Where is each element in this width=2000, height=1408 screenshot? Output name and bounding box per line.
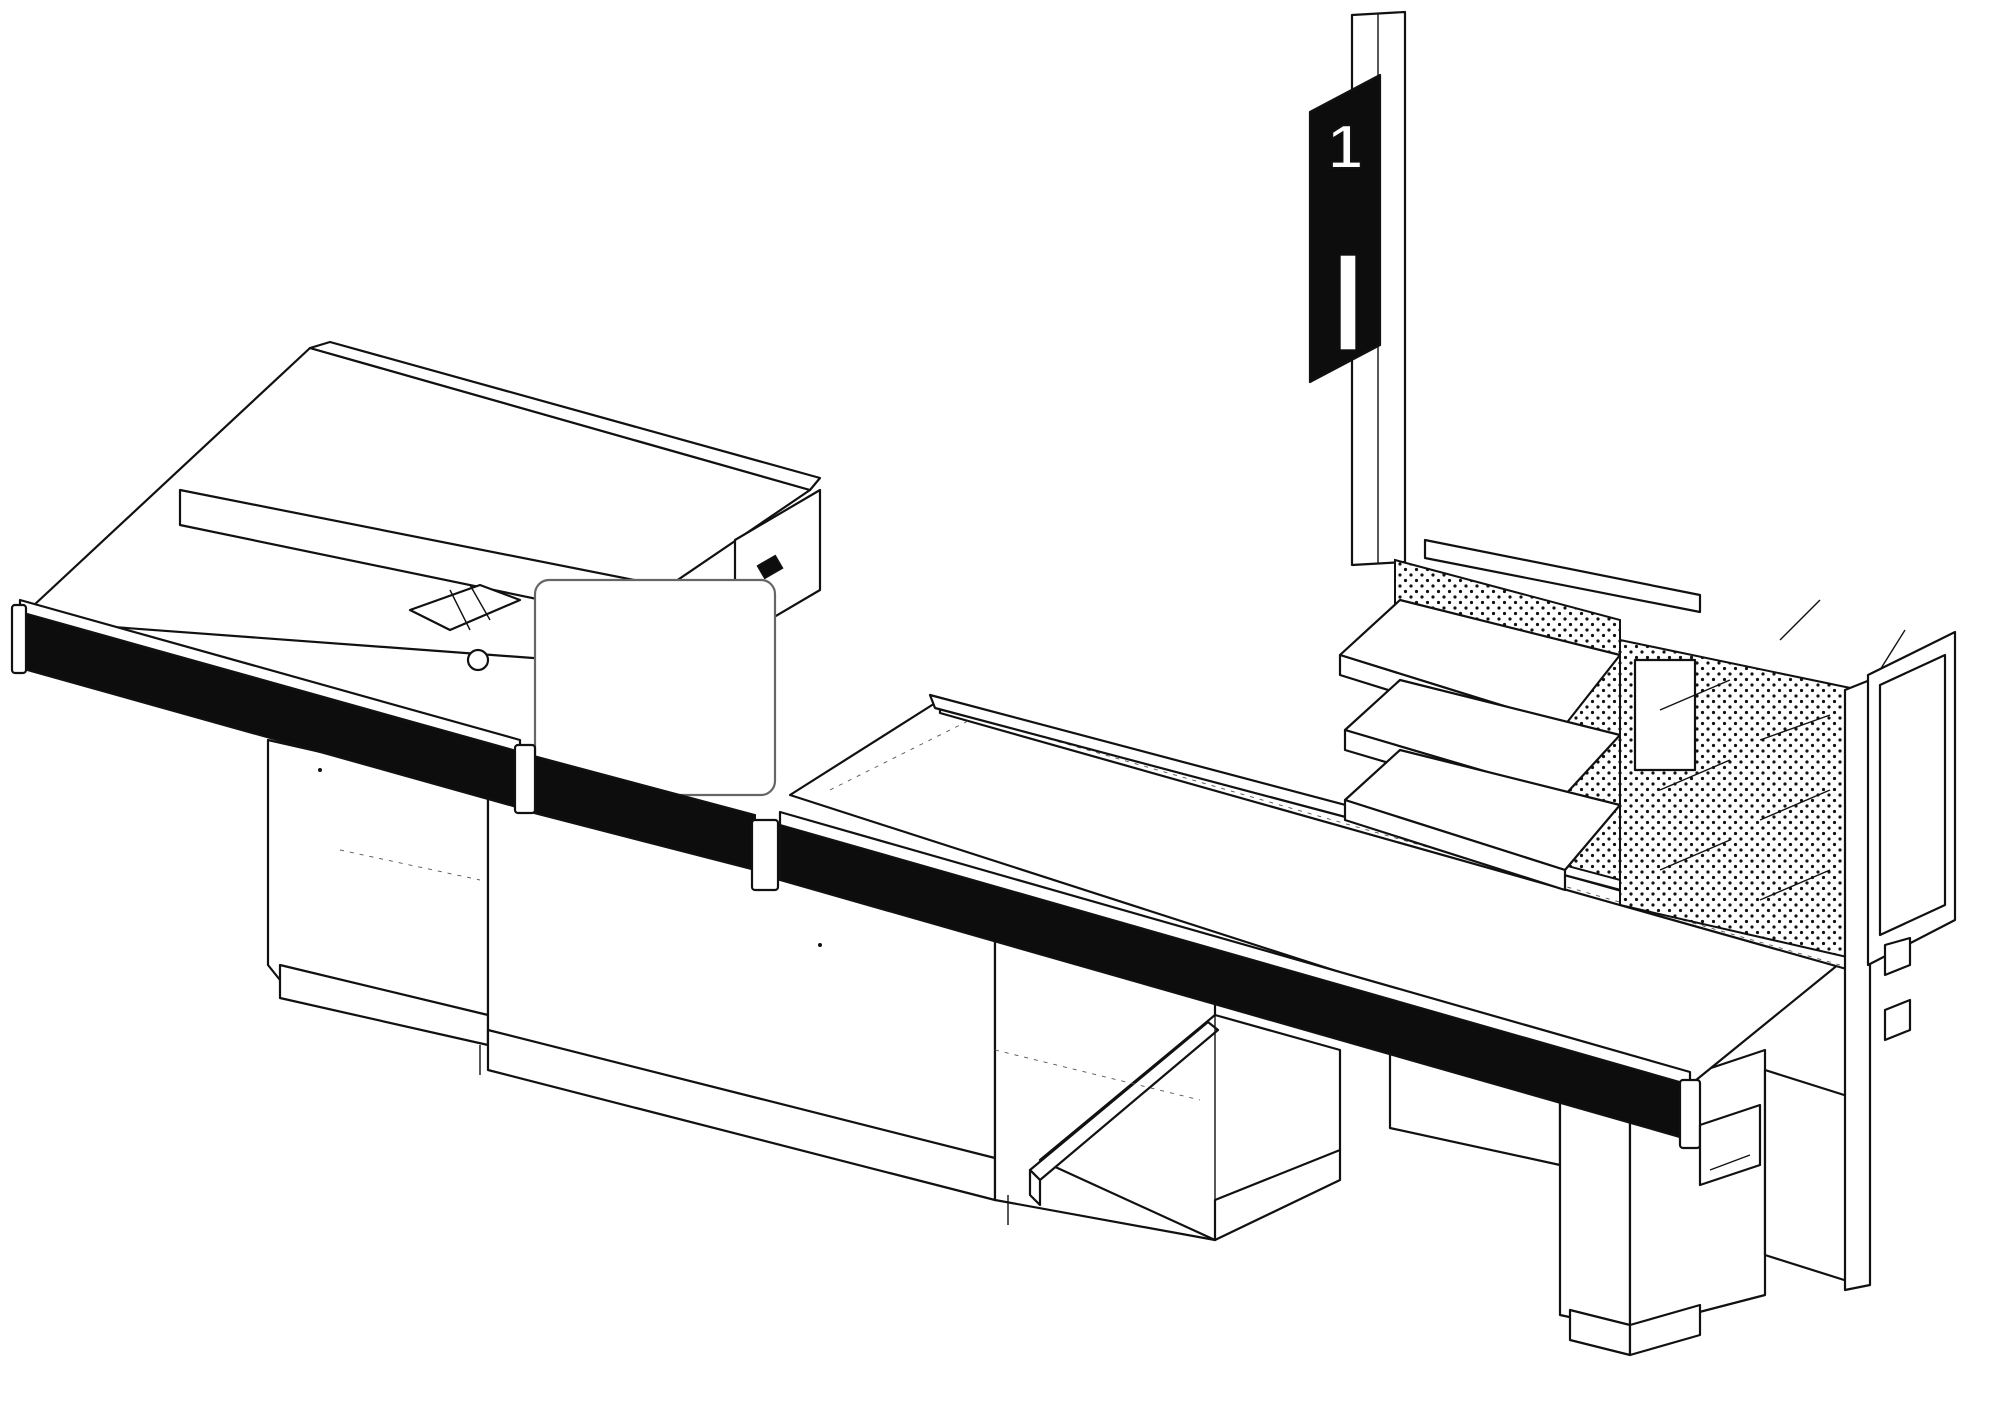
pegboard-label-frame <box>1633 658 1697 772</box>
rear-upright <box>1843 678 1872 1292</box>
front-band <box>10 598 1702 1150</box>
customer-display <box>1866 630 1957 1042</box>
lane-sign-board <box>1308 73 1382 384</box>
lane-sign-pole: 1 <box>1308 10 1407 567</box>
sign-logo <box>1339 254 1357 351</box>
end-cap-right <box>1678 1078 1702 1150</box>
pegboard-panel <box>1619 599 1906 1292</box>
shelf-top-rail <box>1423 538 1702 614</box>
bag-holder-bracket <box>1698 1103 1762 1187</box>
end-cap-left <box>10 603 28 675</box>
lane-number: 1 <box>1328 113 1362 182</box>
impulse-shelves <box>1338 538 1702 892</box>
divider-panel <box>533 578 777 797</box>
